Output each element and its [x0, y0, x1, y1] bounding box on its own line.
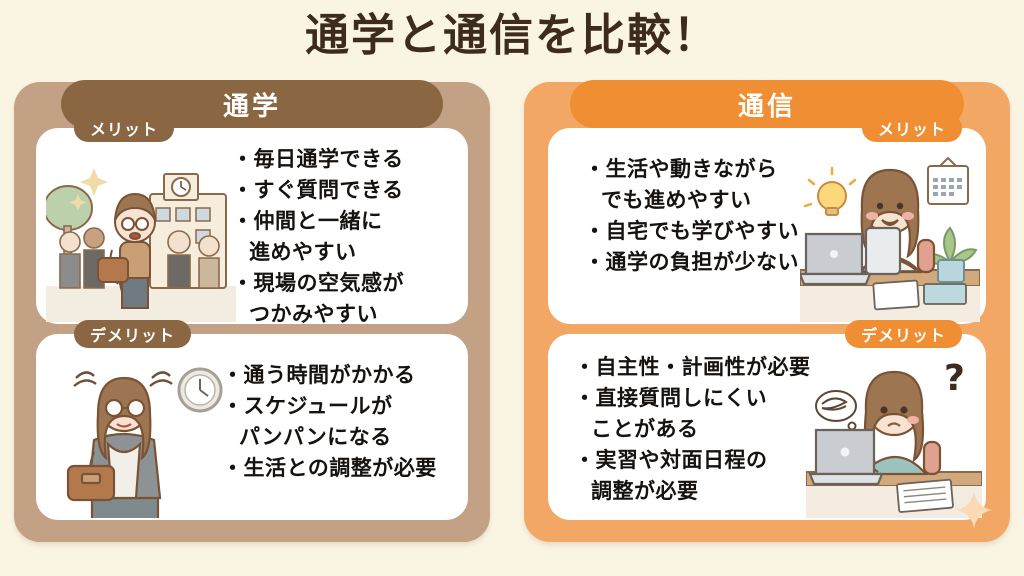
illustration-student-walking-to-school [46, 146, 236, 322]
badge-demerit-commuting: デメリット [74, 320, 192, 348]
panel-correspondence: 通信 メリット [524, 80, 1010, 542]
list-item: 進めやすい [249, 240, 357, 264]
page-title: 通学と通信を比較！ [305, 10, 719, 61]
card-commuting-demerit: デメリット [36, 320, 468, 520]
panel-commuting: 通学 メリット [14, 80, 490, 542]
list-item: ・現場の空気感が [232, 271, 404, 295]
card-commuting-merit: メリット [36, 114, 468, 326]
list-correspondence-demerit: ・自主性・計画性が必要 ・直接質問しにくい ことがある ・実習や対面日程の 調整… [574, 352, 874, 507]
card-correspondence-merit: メリット [548, 114, 986, 324]
list-item: つかみやすい [249, 302, 378, 326]
question-mark-icon: ? [944, 358, 965, 399]
illustration-confused-woman-at-laptop: ? [806, 344, 982, 518]
list-item: ・生活や動きながら [584, 157, 778, 181]
list-item: ・すぐ質問できる [232, 178, 404, 202]
illustration-woman-studying-at-desk [800, 144, 980, 322]
list-item: ・自宅でも学びやすい [584, 219, 799, 243]
card-correspondence-demerit: デメリット ? [548, 320, 986, 520]
list-item: ・仲間と一緒に [232, 209, 383, 233]
list-item: ・スケジュールが [222, 394, 393, 418]
lightbulb-icon [803, 166, 857, 216]
badge-merit-commuting: メリット [74, 114, 175, 142]
sparkle-icon [80, 168, 108, 196]
list-item: ・生活との調整が必要 [222, 456, 437, 480]
list-item: 調整が必要 [591, 479, 699, 503]
list-item: ・実習や対面日程の [574, 448, 768, 472]
badge-merit-correspondence: メリット [861, 114, 962, 142]
list-item: ・自主性・計画性が必要 [574, 355, 811, 379]
list-item: ことがある [591, 417, 699, 441]
list-item: ・通う時間がかかる [222, 363, 416, 387]
badge-demerit-correspondence: デメリット [844, 320, 962, 348]
illustration-tired-student-with-clock [50, 348, 230, 518]
list-commuting-merit: ・毎日通学できる ・すぐ質問できる ・仲間と一緒に 進めやすい ・現場の空気感が… [232, 144, 468, 330]
sparkle-icon [956, 492, 992, 528]
list-item: ・毎日通学できる [232, 147, 404, 171]
list-commuting-demerit: ・通う時間がかかる ・スケジュールが パンパンになる ・生活との調整が必要 [222, 360, 468, 484]
list-item: でも進めやすい [601, 188, 752, 212]
list-correspondence-merit: ・生活や動きながら でも進めやすい ・自宅でも学びやすい ・通学の負担が少ない [584, 154, 864, 278]
tablet-icon [864, 226, 902, 276]
list-item: ・直接質問しにくい [574, 386, 768, 410]
list-item: パンパンになる [239, 425, 392, 449]
list-item: ・通学の負担が少ない [584, 250, 799, 274]
